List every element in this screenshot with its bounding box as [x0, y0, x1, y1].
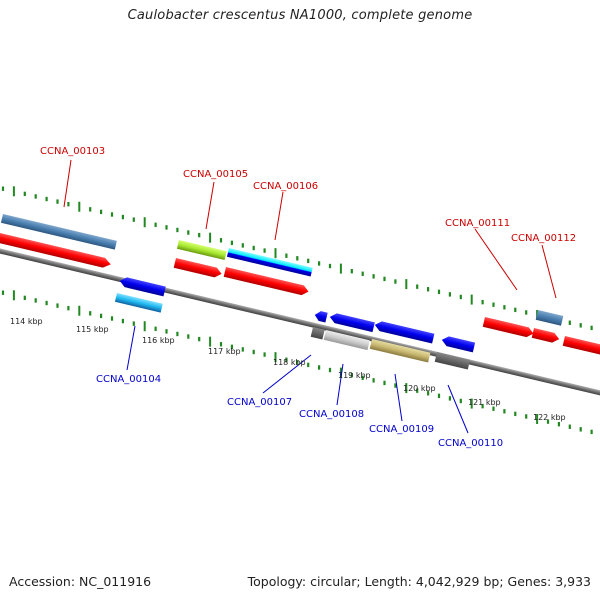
- leader-lines: [63, 159, 557, 434]
- gene-ccna-00103-arrow[interactable]: [0, 233, 112, 269]
- gene-ccna-00107-block[interactable]: [310, 327, 325, 340]
- leader-ccna-00109: [394, 373, 403, 422]
- gene-ccna-00104-block[interactable]: [114, 293, 163, 313]
- gene-label: CCNA_00108: [299, 409, 364, 420]
- gene-label: CCNA_00112: [511, 233, 576, 244]
- genome-summary: Topology: circular; Length: 4,042,929 bp…: [247, 574, 591, 589]
- leader-ccna-00107: [262, 354, 312, 394]
- kbp-tick-label: 122 kbp: [533, 413, 566, 422]
- leader-ccna-00110: [447, 384, 469, 434]
- leader-ccna-00111: [474, 228, 518, 291]
- leader-ccna-00112: [541, 244, 557, 299]
- tick-tracks: [1, 186, 593, 435]
- gene-ccna-00103-block[interactable]: [0, 214, 117, 250]
- kbp-tick-label: 121 kbp: [468, 398, 501, 407]
- map-title: Caulobacter crescentus NA1000, complete …: [127, 8, 473, 23]
- leader-ccna-00105: [205, 181, 215, 230]
- gene-ccna-00112-block[interactable]: [535, 310, 564, 326]
- gene-ccna-00112-arrow[interactable]: [531, 328, 561, 344]
- gene-ccna-00107-arrow[interactable]: [314, 310, 328, 323]
- gene-label: CCNA_00109: [369, 424, 434, 435]
- gene-ccna-00105-arrow[interactable]: [173, 258, 223, 279]
- gene-ccna-00110-block[interactable]: [434, 352, 471, 370]
- gene-label: CCNA_00105: [183, 169, 248, 180]
- kbp-tick-label: 114 kbp: [10, 317, 43, 326]
- gene-label: CCNA_00106: [253, 181, 318, 192]
- gene-ccna-00110-arrow[interactable]: [441, 335, 476, 353]
- gene-ccna-00104-arrow[interactable]: [119, 276, 166, 297]
- gene-ccna-00109-arrow[interactable]: [374, 320, 435, 344]
- gene-label: CCNA_00103: [40, 146, 105, 157]
- leader-ccna-00106: [274, 191, 284, 241]
- leader-ccna-00103: [63, 159, 72, 208]
- gene-features[interactable]: [0, 214, 600, 370]
- gene-edge-arrow[interactable]: [562, 336, 600, 356]
- gene-ccna-00108-block[interactable]: [323, 330, 370, 351]
- gene-ccna-00106-block[interactable]: [226, 248, 313, 277]
- leader-ccna-00108: [336, 363, 344, 406]
- gene-label: CCNA_00104: [96, 374, 161, 385]
- leader-ccna-00104: [126, 325, 136, 371]
- kbp-tick-label: 120 kbp: [403, 384, 436, 393]
- gene-labels: CCNA_00103 CCNA_00104 CCNA_00105 CCNA_00…: [40, 146, 576, 449]
- kbp-tick-label: 117 kbp: [208, 347, 241, 356]
- gene-ccna-00108-arrow[interactable]: [329, 312, 375, 333]
- kbp-tick-label: 115 kbp: [76, 325, 109, 334]
- gene-label: CCNA_00110: [438, 438, 503, 449]
- gene-ccna-00105-block[interactable]: [176, 240, 227, 261]
- gene-ccna-00109-block[interactable]: [369, 339, 431, 363]
- kbp-tick-label: 118 kbp: [273, 358, 306, 367]
- gene-label: CCNA_00107: [227, 397, 292, 408]
- gene-ccna-00106-arrow[interactable]: [223, 267, 310, 297]
- kbp-tick-label: 116 kbp: [142, 336, 175, 345]
- kbp-tick-label: 119 kbp: [338, 371, 371, 380]
- accession-text: Accession: NC_011916: [9, 574, 152, 589]
- gene-ccna-00111-arrow[interactable]: [482, 317, 535, 338]
- gene-label: CCNA_00111: [445, 218, 510, 229]
- kbp-tick-labels: 114 kbp 115 kbp 116 kbp 117 kbp 118 kbp …: [10, 317, 566, 422]
